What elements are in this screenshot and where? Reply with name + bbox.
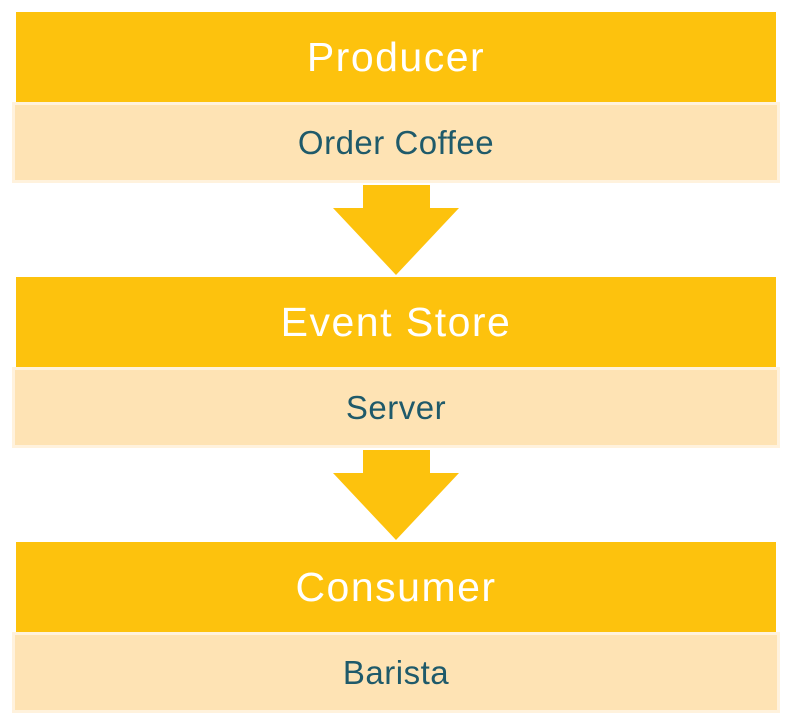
step-detail-label: Barista — [342, 654, 450, 691]
step-title: Event Store — [280, 298, 512, 345]
step-detail: Barista — [12, 632, 780, 713]
step-header: Consumer — [16, 542, 776, 632]
step-detail: Server — [12, 367, 780, 448]
step-detail-label: Order Coffee — [297, 124, 495, 161]
flow-step-producer: Producer Order Coffee — [12, 12, 780, 183]
flow-step-consumer: Consumer Barista — [12, 542, 780, 713]
step-title: Producer — [306, 33, 486, 80]
down-arrow-icon — [333, 185, 459, 275]
step-title: Consumer — [295, 563, 497, 610]
step-header: Event Store — [16, 277, 776, 367]
step-detail-label: Server — [345, 389, 447, 426]
step-header: Producer — [16, 12, 776, 102]
step-detail: Order Coffee — [12, 102, 780, 183]
down-arrow-icon — [333, 450, 459, 540]
flow-step-event-store: Event Store Server — [12, 277, 780, 448]
